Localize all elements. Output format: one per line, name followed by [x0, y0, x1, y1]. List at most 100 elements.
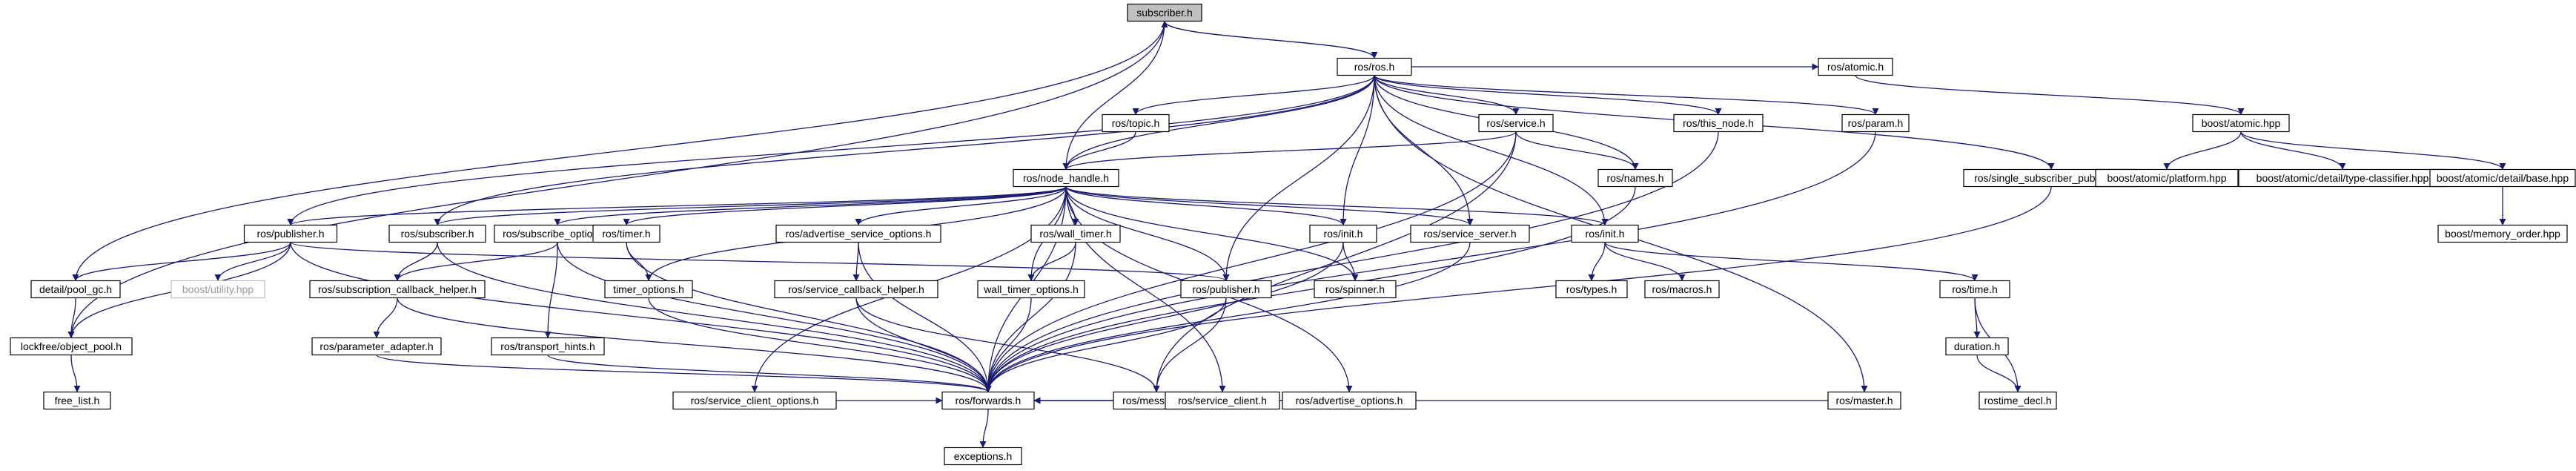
node-box: [592, 224, 660, 243]
node-forwards-h[interactable]: ros/forwards.h: [941, 391, 1035, 410]
node-rsubscriber-h[interactable]: ros/subscriber.h: [388, 224, 486, 243]
edge-nh_h-to-publisherb_h: [1065, 186, 1230, 281]
edge-boost_atomic-to-base_hpp: [2240, 131, 2506, 170]
node-typeclass-hpp[interactable]: boost/atomic/detail/type-classifier.hpp: [2238, 168, 2447, 188]
node-macros-h[interactable]: ros/macros.h: [1644, 280, 1720, 299]
node-init-h[interactable]: ros/init.h: [1571, 224, 1639, 243]
node-advopts-h[interactable]: ros/advertise_options.h: [1282, 391, 1417, 410]
node-param-h[interactable]: ros/param.h: [1841, 113, 1910, 133]
node-duration-h[interactable]: duration.h: [1945, 337, 2009, 356]
node-label: ros/init.h: [1324, 228, 1363, 240]
edge-forwards_h-to-exceptions_h: [979, 409, 989, 448]
edge-nh_h-to-rsubscriber_h: [434, 185, 1067, 226]
node-timer-h[interactable]: ros/timer.h: [592, 224, 660, 243]
node-box: [1818, 57, 1893, 76]
node-box: [1644, 280, 1720, 299]
edge-nh_h-to-subscriber_h: [1065, 21, 1168, 170]
edge-subopts_h-to-forwards_h: [557, 242, 992, 392]
node-names-h[interactable]: ros/names.h: [1597, 168, 1673, 188]
edge-publisher_h-to-poolgc_h: [72, 242, 291, 281]
node-base-hpp[interactable]: boost/atomic/detail/base.hpp: [2429, 168, 2576, 188]
node-box: [1127, 3, 1202, 22]
node-box: [1939, 280, 2010, 299]
edge-advsvc_h-to-forwards_h: [858, 242, 992, 392]
edge-nh_h-to-publisher_h: [287, 185, 1067, 226]
edge-ros_h-to-service_h: [1374, 75, 1520, 115]
node-types-h[interactable]: ros/types.h: [1555, 280, 1628, 299]
edge-nh_h-to-spinner_h: [1065, 186, 1359, 281]
node-svcclient-h[interactable]: ros/service_client.h: [1165, 391, 1280, 410]
edge-ros_h-to-rsubscriber_h: [434, 75, 1375, 225]
node-utility-hpp[interactable]: boost/utility.hpp: [170, 280, 265, 299]
node-publisherb-h[interactable]: ros/publisher.h: [1180, 280, 1272, 299]
node-atomic-h[interactable]: ros/atomic.h: [1818, 57, 1893, 76]
node-memorder-hpp[interactable]: boost/memory_order.hpp: [2437, 224, 2568, 243]
node-box: [1410, 224, 1530, 243]
node-label: ros/publisher.h: [256, 228, 324, 240]
node-box: [944, 447, 1022, 466]
node-publisher-h[interactable]: ros/publisher.h: [243, 224, 338, 243]
node-box: [388, 224, 486, 243]
node-box: [311, 337, 442, 356]
node-label: lockfree/object_pool.h: [21, 340, 122, 352]
node-box: [1030, 224, 1121, 243]
node-timeropts-h[interactable]: timer_options.h: [604, 280, 693, 299]
node-ros-h[interactable]: ros/ros.h: [1337, 57, 1412, 76]
edge-subscriber_h-to-objpool_h: [67, 21, 1165, 338]
edge-svccb_h-to-message_h: [855, 297, 1160, 392]
node-this-node-h[interactable]: ros/this_node.h: [1673, 113, 1764, 133]
node-subscriber-h[interactable]: subscriber.h: [1127, 3, 1202, 22]
node-initb-h[interactable]: ros/init.h: [1309, 224, 1377, 243]
node-boost-atomic[interactable]: boost/atomic.hpp: [2192, 113, 2290, 133]
node-label: ros/macros.h: [1652, 283, 1712, 295]
node-time-h[interactable]: ros/time.h: [1939, 280, 2010, 299]
node-box: [1309, 224, 1377, 243]
edge-walltimer_h-to-forwards_h: [984, 242, 1076, 392]
edge-timer_h-to-timeropts_h: [626, 242, 652, 281]
edge-subscriber_h-to-poolgc_h: [72, 21, 1165, 281]
node-label: ros/types.h: [1566, 283, 1617, 295]
node-transport-h[interactable]: ros/transport_hints.h: [491, 337, 605, 356]
node-box: [977, 280, 1085, 299]
node-poolgc-h[interactable]: detail/pool_gc.h: [30, 280, 121, 299]
node-box: [1673, 113, 1764, 133]
node-svccb-h[interactable]: ros/service_callback_helper.h: [774, 280, 938, 299]
edge-advsvc_h-to-svccb_h: [852, 242, 860, 281]
node-advsvc-h[interactable]: ros/advertise_service_options.h: [775, 224, 941, 243]
edge-param_adapter_h-to-forwards_h: [376, 354, 992, 393]
node-box: [1337, 57, 1412, 76]
edge-publisherb_h-to-forwards_h: [984, 297, 1227, 392]
node-label: ros/timer.h: [602, 228, 650, 240]
node-master-h[interactable]: ros/master.h: [1827, 391, 1901, 410]
edge-service_h-to-names_h: [1515, 131, 1639, 170]
edge-subcb_h-to-param_adapter_h: [373, 297, 398, 338]
edge-timeropts_h-to-forwards_h: [648, 297, 992, 392]
node-box: [1979, 391, 2057, 410]
node-service-h[interactable]: ros/service.h: [1478, 113, 1554, 133]
node-topic-h[interactable]: ros/topic.h: [1102, 113, 1170, 133]
node-spinner-h[interactable]: ros/spinner.h: [1314, 280, 1397, 299]
node-exceptions-h[interactable]: exceptions.h: [944, 447, 1022, 466]
edge-ros_h-to-subscriber_h: [1161, 21, 1375, 59]
node-box: [1165, 391, 1280, 410]
node-nh-h[interactable]: ros/node_handle.h: [1013, 168, 1119, 188]
edge-ros_h-to-nh_h: [1062, 75, 1375, 170]
edge-nh_h-to-advsvc_h: [855, 186, 1067, 225]
node-svcclientopts-h[interactable]: ros/service_client_options.h: [672, 391, 837, 410]
node-label: ros/param.h: [1848, 117, 1904, 129]
node-objpool-h[interactable]: lockfree/object_pool.h: [10, 337, 133, 356]
node-label: rostime_decl.h: [1984, 395, 2051, 406]
node-freelist-h[interactable]: free_list.h: [43, 391, 111, 410]
node-svcserver-h[interactable]: ros/service_server.h: [1410, 224, 1530, 243]
node-label: ros/transport_hints.h: [500, 340, 595, 352]
node-label: detail/pool_gc.h: [39, 283, 112, 295]
node-subcb-h[interactable]: ros/subscription_callback_helper.h: [309, 280, 486, 299]
node-rostime-decl-h[interactable]: rostime_decl.h: [1979, 391, 2057, 410]
node-walltimeropts-h[interactable]: wall_timer_options.h: [977, 280, 1085, 299]
node-layer: subscriber.h ros/ros.h ros/atomic.h boost/a…: [10, 3, 2576, 466]
edge-nh_h-to-init_h: [1065, 185, 1609, 226]
node-param-adapter-h[interactable]: ros/parameter_adapter.h: [311, 337, 442, 356]
node-platform-hpp[interactable]: boost/atomic/platform.hpp: [2095, 168, 2239, 188]
node-box: [2429, 168, 2576, 188]
node-walltimer-h[interactable]: ros/wall_timer.h: [1030, 224, 1121, 243]
